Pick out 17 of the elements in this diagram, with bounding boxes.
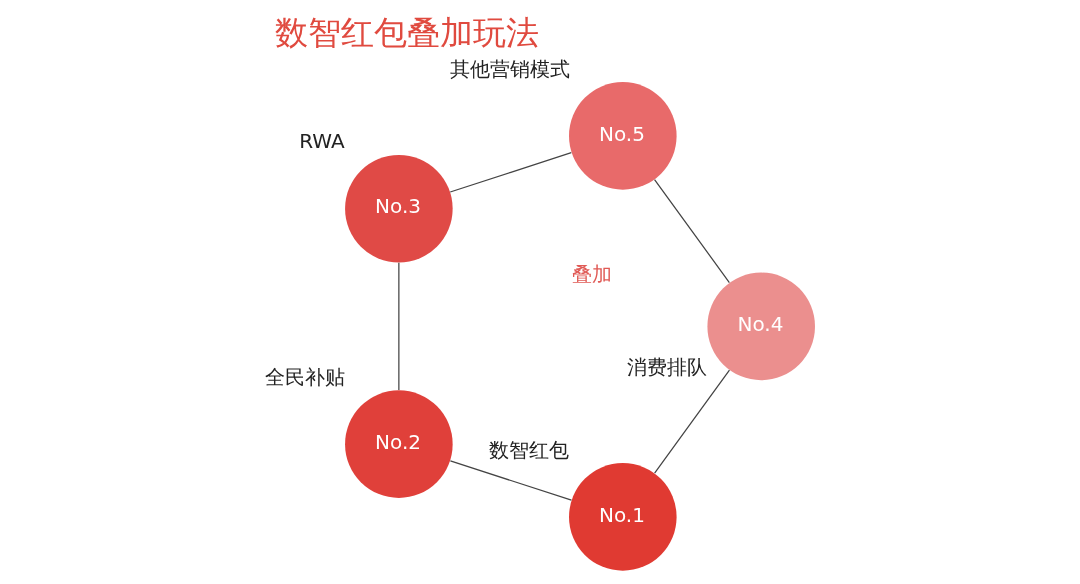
connector <box>449 152 572 193</box>
diagram-title: 数智红包叠加玩法 <box>274 14 539 53</box>
connector <box>449 460 573 501</box>
node-circle: No.1 <box>569 463 677 571</box>
node-label: 消费排队 <box>627 354 708 379</box>
node-label: 其他营销模式 <box>449 56 570 81</box>
label: 叠加 <box>572 262 613 287</box>
connector <box>654 369 731 474</box>
node-label: 全民补贴 <box>265 364 346 389</box>
connector <box>653 179 730 284</box>
node-circle: No.4 <box>707 272 815 381</box>
node-circle: No.3 <box>345 154 453 263</box>
node-label: RWA <box>299 129 345 154</box>
node-circle: No.2 <box>345 390 453 498</box>
node-label: 数智红包 <box>488 437 569 462</box>
connector <box>398 262 400 391</box>
node-circle: No.5 <box>569 82 677 190</box>
